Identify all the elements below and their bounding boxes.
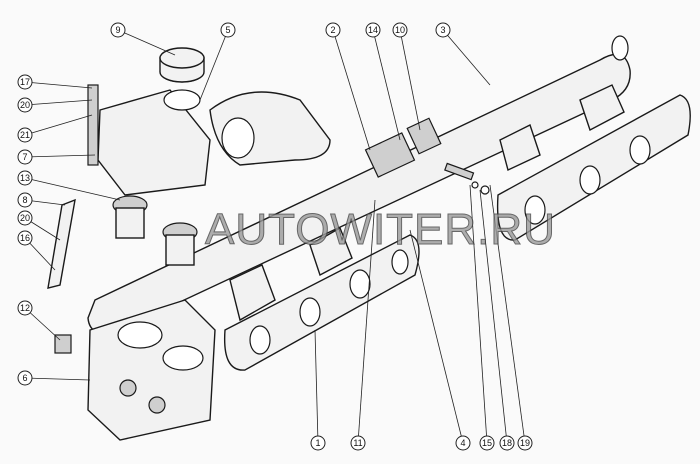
callout-circle (350, 435, 366, 451)
callout-circle (455, 435, 471, 451)
callout-number: 8 (22, 195, 27, 205)
callout-17: 17 (17, 74, 33, 90)
leader-line (479, 189, 508, 444)
callout-circle (110, 22, 126, 38)
callout-circle (499, 435, 515, 451)
leader-line (357, 199, 376, 444)
callout-number: 9 (115, 25, 120, 35)
leader-line (24, 154, 96, 158)
callout-circle (220, 22, 236, 38)
leader-line (314, 329, 319, 444)
leader-line (199, 29, 229, 101)
callout-number: 14 (368, 25, 378, 35)
callout-1: 1 (310, 435, 326, 451)
callout-circle (17, 370, 33, 386)
callout-number: 13 (20, 173, 30, 183)
callout-circle (479, 435, 495, 451)
callout-18: 18 (499, 435, 515, 451)
leader-line (332, 29, 371, 151)
callout-number: 16 (20, 233, 30, 243)
callout-7: 7 (17, 149, 33, 165)
callout-circle (365, 22, 381, 38)
callout-number: 6 (22, 373, 27, 383)
callout-circle (310, 435, 326, 451)
leader-line (372, 29, 401, 141)
watermark: AUTOWITER.RU (205, 205, 556, 255)
callout-6: 6 (17, 370, 33, 386)
clamp (364, 117, 442, 178)
callout-20: 20 (17, 210, 33, 226)
callout-14: 14 (365, 22, 381, 38)
leader-line (399, 29, 421, 131)
callout-circle (17, 210, 33, 226)
callout-number: 11 (353, 438, 362, 448)
callout-21: 21 (17, 127, 33, 143)
callout-2: 2 (325, 22, 341, 38)
callout-number: 5 (225, 25, 230, 35)
leader-line (24, 377, 91, 381)
callout-number: 12 (20, 303, 30, 313)
callout-circle (17, 300, 33, 316)
callout-number: 15 (482, 438, 492, 448)
manifold-branches (229, 84, 625, 322)
callout-19: 19 (517, 435, 533, 451)
callout-number: 7 (22, 152, 27, 162)
leader-line (24, 99, 93, 106)
callout-circle (17, 74, 33, 90)
callout-circle (17, 97, 33, 113)
callout-9: 9 (110, 22, 126, 38)
thermostats (112, 195, 198, 266)
leader-line (442, 29, 491, 86)
callout-number: 21 (20, 130, 30, 140)
leader-line (117, 29, 176, 56)
cap (159, 47, 205, 83)
leader-line (24, 177, 121, 201)
callout-10: 10 (392, 22, 408, 38)
callout-number: 3 (440, 25, 445, 35)
callout-13: 13 (17, 170, 33, 186)
callout-circle (17, 127, 33, 143)
callout-number: 4 (460, 438, 465, 448)
callout-15: 15 (479, 435, 495, 451)
callout-circle (325, 22, 341, 38)
callout-circle (17, 149, 33, 165)
callout-11: 11 (350, 435, 366, 451)
callout-circle (392, 22, 408, 38)
bracket (47, 198, 76, 289)
callout-number: 2 (330, 25, 335, 35)
callout-16: 16 (17, 230, 33, 246)
callout-number: 20 (20, 213, 30, 223)
callout-number: 19 (520, 438, 530, 448)
callout-number: 20 (20, 100, 30, 110)
callout-number: 10 (395, 25, 405, 35)
callout-circle (517, 435, 533, 451)
callout-12: 12 (17, 300, 33, 316)
callout-circle (435, 22, 451, 38)
thermostat-housing (87, 299, 216, 441)
leader-line (469, 184, 488, 444)
leader-line (24, 114, 93, 136)
callout-number: 18 (502, 438, 512, 448)
callout-number: 1 (315, 438, 320, 448)
leader-line (24, 81, 93, 89)
callout-circle (17, 170, 33, 186)
callout-number: 17 (20, 77, 30, 87)
callout-20: 20 (17, 97, 33, 113)
leader-line (489, 184, 526, 444)
gasket-rear (496, 94, 691, 241)
callout-circle (17, 230, 33, 246)
callout-4: 4 (455, 435, 471, 451)
callout-circle (17, 192, 33, 208)
callout-3: 3 (435, 22, 451, 38)
thermostat-cover (87, 84, 211, 196)
callout-5: 5 (220, 22, 236, 38)
callout-8: 8 (17, 192, 33, 208)
bolt-washers (444, 162, 490, 195)
elbow-pipe (209, 91, 331, 166)
leader-line (24, 307, 61, 341)
leader-line (409, 229, 464, 444)
